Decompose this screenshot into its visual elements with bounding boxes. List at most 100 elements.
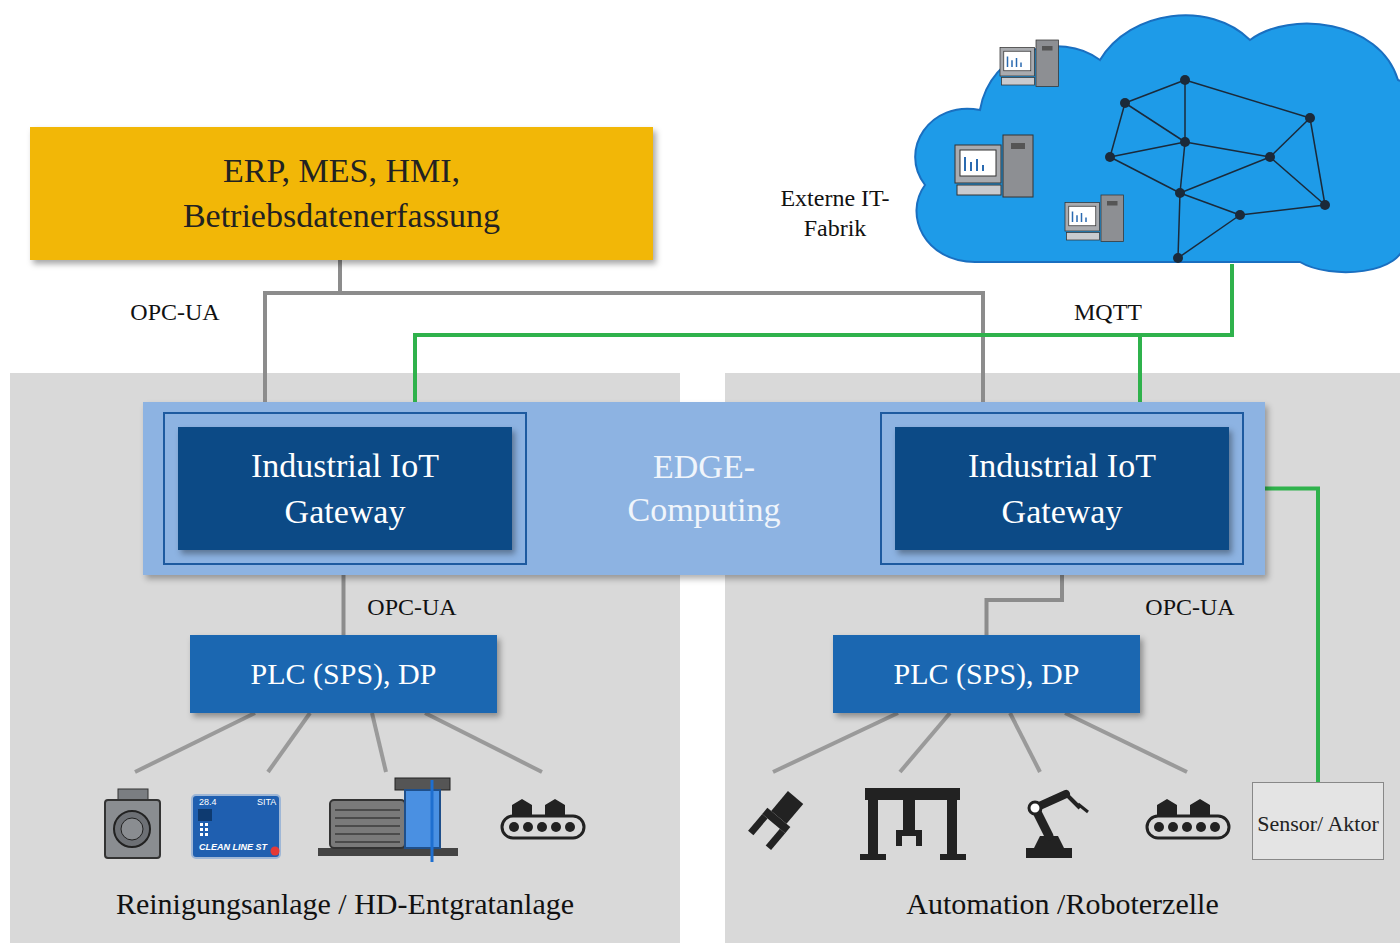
network-symbol: [1185, 80, 1310, 118]
controller-symbol: [200, 833, 203, 836]
portal-robot-symbol: [868, 800, 878, 856]
conveyor-symbol: [1210, 822, 1220, 832]
network-symbol: [1110, 142, 1185, 157]
computer-symbol: [1004, 51, 1031, 71]
motor-pump-symbol: [405, 790, 440, 848]
network-symbol: [1180, 142, 1185, 193]
computer-symbol: [1003, 135, 1033, 197]
computer-symbol: [1107, 201, 1118, 206]
computer-symbol: [1042, 46, 1053, 51]
motor-pump-symbol: [335, 833, 400, 835]
camera-symbol: [105, 800, 160, 858]
motor-pump-symbol: [335, 810, 400, 842]
computer-symbol: [957, 185, 1001, 195]
computer-symbol: [1000, 48, 1035, 77]
computer-symbol: [1002, 78, 1035, 86]
device-label: SITA: [257, 798, 276, 807]
node-body: PLC (SPS), DP: [833, 635, 1140, 713]
conveyor-symbol: [565, 822, 575, 832]
network-symbol: [1235, 210, 1245, 220]
computer-symbol: [955, 135, 1033, 197]
node-text: ERP, MES, HMI, Betriebsdatenerfassung: [132, 149, 552, 237]
node-text: Sensor/ Aktor: [1257, 811, 1379, 837]
conveyor-symbol: [537, 822, 547, 832]
computer-symbol: [1073, 212, 1087, 223]
motor-pump-symbol: [330, 800, 405, 848]
network-symbol: [1105, 152, 1115, 162]
cloud-shape: [915, 15, 1400, 272]
network-symbol: [1270, 118, 1310, 157]
network-symbol: [1320, 200, 1330, 210]
network-symbol: [1178, 193, 1180, 258]
node-text: Industrial IoT Gateway: [967, 443, 1157, 535]
network-symbol: [1178, 215, 1240, 258]
robot-arm-symbol: [1026, 848, 1072, 858]
computer-symbol: [965, 157, 983, 171]
network-symbol: [1105, 75, 1330, 263]
computer-symbol: [1000, 40, 1059, 87]
network-symbol: [1120, 98, 1130, 108]
motor-pump-symbol: [318, 848, 458, 856]
connector: [342, 565, 346, 635]
conveyor-symbol: [1154, 822, 1164, 832]
network-symbol: [1180, 157, 1270, 193]
network-symbol: [1310, 118, 1325, 205]
plc-box: PLC (SPS), DP: [833, 635, 1140, 713]
controller-symbol: [200, 828, 203, 831]
computer-symbol: [1008, 57, 1022, 68]
node-text: Automation /Roboterzelle: [906, 887, 1218, 921]
motor-pump-symbol: [335, 809, 400, 811]
computer-symbol: [955, 145, 1001, 183]
computer-symbol: [1069, 206, 1096, 226]
protocol-label: OPC-UA: [130, 299, 219, 326]
network-symbol: [1270, 157, 1325, 205]
network-symbol: [1110, 157, 1180, 193]
computer-symbol: [1036, 40, 1059, 87]
computer-symbol: [960, 150, 996, 176]
node-text: Reinigungsanlage / HD-Entgratanlage: [116, 887, 574, 921]
node-body: Sensor/ Aktor: [1253, 783, 1383, 859]
edge-band: Industrial IoT Gateway Industrial IoT Gat…: [143, 402, 1265, 575]
network-symbol: [1265, 152, 1275, 162]
camera-symbol: [114, 811, 150, 847]
conveyor-symbol: [551, 822, 561, 832]
network-symbol: [1240, 205, 1325, 215]
controller-symbol: [205, 828, 208, 831]
node-text: PLC (SPS), DP: [894, 657, 1080, 691]
protocol-label: MQTT: [1074, 299, 1142, 326]
computer-symbol: [1011, 143, 1025, 149]
node-text: Externe IT-Fabrik: [770, 183, 900, 243]
network-symbol: [1180, 137, 1190, 147]
portal-robot-symbol: [865, 788, 960, 800]
network-symbol: [1173, 253, 1183, 263]
cloud-shape: Externe IT-Fabrik: [760, 0, 1400, 264]
conveyor-symbol: [509, 822, 519, 832]
cloud-outline: [915, 15, 1400, 272]
node-text: PLC (SPS), DP: [251, 657, 437, 691]
computer-symbol: [1067, 233, 1100, 241]
device-label: CLEAN LINE ST: [199, 843, 267, 852]
computer-symbol: [1065, 203, 1100, 232]
controller-symbol: [271, 847, 280, 856]
conveyor-symbol: [1168, 822, 1178, 832]
motor-pump-symbol: [431, 780, 434, 862]
node-body: PLC (SPS), DP: [190, 635, 497, 713]
node-body: ERP, MES, HMI, Betriebsdatenerfassung: [30, 127, 653, 260]
network-symbol: [1185, 142, 1270, 157]
portal-robot-symbol: [860, 854, 886, 860]
device-label: 28.4: [199, 798, 217, 807]
gateway-box: Industrial IoT Gateway: [880, 412, 1244, 565]
controller-symbol: [200, 823, 203, 826]
node-text: EDGE- Computing: [614, 446, 794, 531]
gateway-box: Industrial IoT Gateway: [163, 412, 527, 565]
computer-symbol: [1101, 195, 1124, 242]
protocol-label: OPC-UA: [367, 594, 456, 621]
node-body: Externe IT-Fabrik: [760, 0, 1400, 264]
motor-pump-symbol: [335, 817, 400, 819]
portal-robot-symbol: [947, 800, 957, 856]
conveyor-symbol: [1196, 822, 1206, 832]
camera-symbol: [121, 818, 143, 840]
controller-symbol: [192, 795, 280, 858]
system-box: ERP, MES, HMI, Betriebsdatenerfassung: [30, 127, 653, 260]
motor-pump-symbol: [335, 841, 400, 843]
